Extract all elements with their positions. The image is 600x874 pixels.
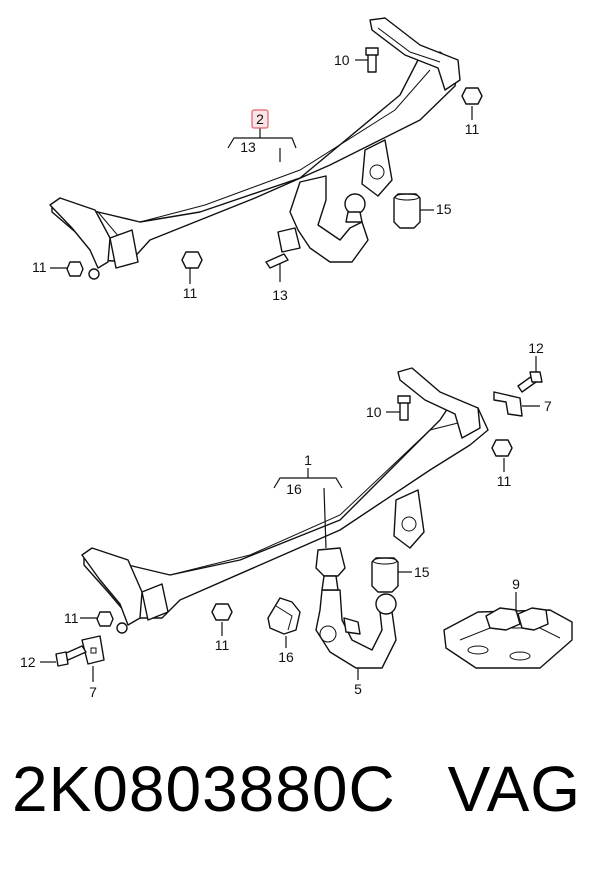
lower-bracket-7-left xyxy=(81,635,105,665)
upper-label-13-bracket: 13 xyxy=(240,139,256,155)
upper-nut-center xyxy=(181,251,203,269)
lower-label-16-bracket: 16 xyxy=(286,481,302,497)
part-number: 2K0803880C xyxy=(12,753,396,825)
upper-bolt-13 xyxy=(265,253,289,269)
lower-clip-16 xyxy=(267,597,301,635)
lower-label-7-right: 7 xyxy=(544,398,552,414)
lower-nut-center xyxy=(211,603,233,621)
upper-left-mount xyxy=(49,197,111,269)
lower-label-11-left: 11 xyxy=(64,610,79,626)
upper-nut-right xyxy=(461,87,483,105)
lower-label-5: 5 xyxy=(354,681,362,697)
lower-left-mount xyxy=(81,547,143,626)
upper-label-10: 10 xyxy=(334,52,350,68)
lower-label-11-center: 11 xyxy=(215,637,230,653)
lower-label-11-right: 11 xyxy=(497,473,512,489)
lower-label-12-left: 12 xyxy=(20,654,36,670)
upper-crossbeam xyxy=(51,51,459,263)
part-caption: 2K0803880C VAG xyxy=(12,752,592,852)
lower-bolt-10 xyxy=(399,401,409,421)
lower-label-10: 10 xyxy=(366,404,382,420)
lower-crossbeam xyxy=(83,404,489,619)
upper-tow-ball xyxy=(344,193,366,215)
brand-name: VAG xyxy=(447,753,582,825)
upper-label-15: 15 xyxy=(436,201,452,217)
upper-label-13-bottom: 13 xyxy=(272,287,288,303)
upper-assembly: 2 13 15 10 11 11 11 13 xyxy=(32,17,483,303)
lower-right-mount xyxy=(397,367,481,439)
lower-tow-ball xyxy=(375,593,397,615)
lower-socket-plate xyxy=(393,489,425,549)
lower-label-7-left: 7 xyxy=(89,684,97,700)
upper-label-11-right: 11 xyxy=(465,121,480,137)
lower-bracket-7-right xyxy=(493,391,523,417)
upper-hitch-bracket xyxy=(289,175,369,263)
lower-label-9: 9 xyxy=(512,576,520,592)
upper-label-11-center: 11 xyxy=(183,285,198,301)
lower-assembly: 1 16 12 7 10 11 15 9 11 11 12 7 16 5 xyxy=(20,340,573,700)
lower-nut-right xyxy=(491,439,513,457)
highlight-box xyxy=(251,109,269,129)
upper-bolt-10 xyxy=(367,53,377,73)
upper-label-11-left: 11 xyxy=(32,259,47,275)
lower-label-16: 16 xyxy=(278,649,294,665)
ref-2-label: 2 xyxy=(256,111,264,127)
upper-nut-left xyxy=(66,261,84,277)
upper-socket-plate xyxy=(361,139,393,197)
lower-label-12-top: 12 xyxy=(528,340,544,356)
lower-label-1: 1 xyxy=(304,452,312,468)
lower-label-15: 15 xyxy=(414,564,430,580)
lower-nut-left xyxy=(96,611,114,627)
